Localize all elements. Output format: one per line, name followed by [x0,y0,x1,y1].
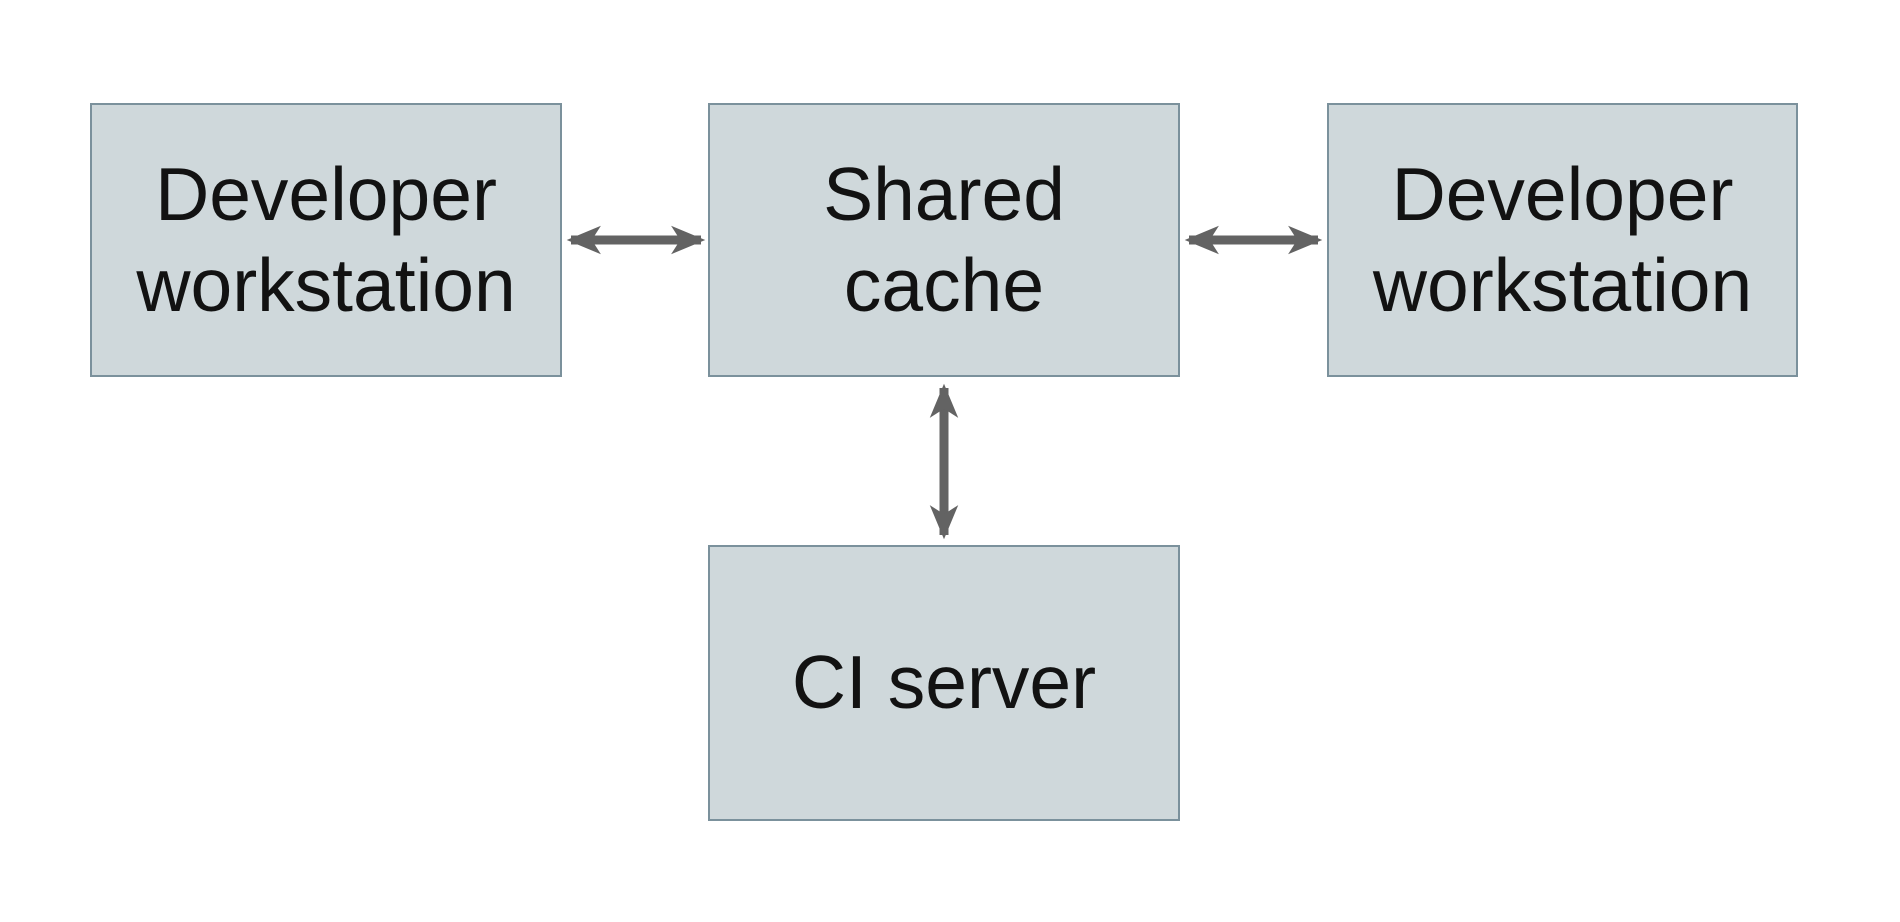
node-shared-cache: Shared cache [708,103,1180,377]
node-label-ci-server: CI server [791,640,1097,725]
node-ci-server: CI server [708,545,1180,821]
node-developer-workstation-left: Developer workstation [90,103,562,377]
node-label-shared-cache: Shared cache [823,151,1065,328]
node-label-developer-workstation-left: Developer workstation [136,151,516,328]
node-label-developer-workstation-right: Developer workstation [1372,151,1753,328]
node-developer-workstation-right: Developer workstation [1327,103,1798,377]
